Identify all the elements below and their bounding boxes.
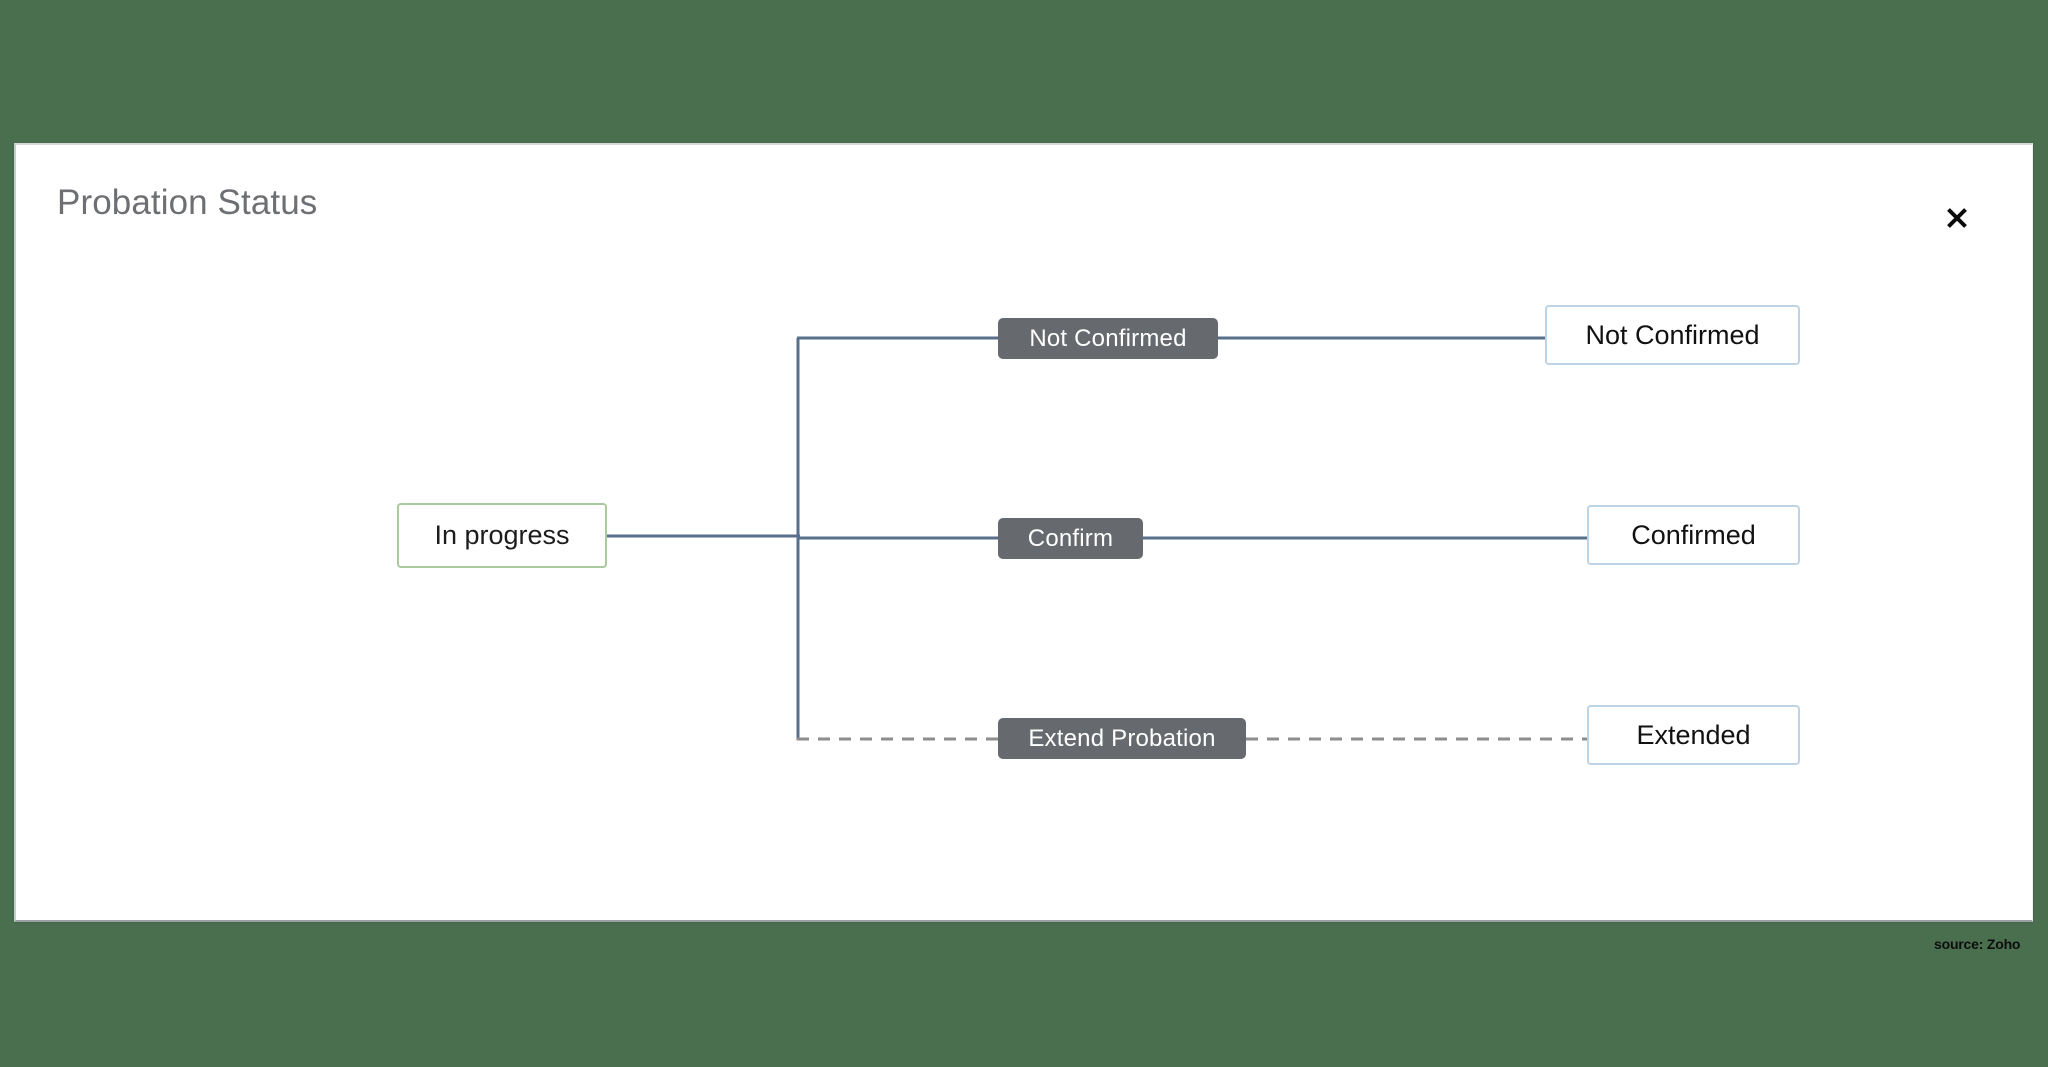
action-chip-not-confirmed[interactable]: Not Confirmed bbox=[998, 318, 1218, 359]
page-title: Probation Status bbox=[57, 183, 318, 222]
close-icon[interactable] bbox=[1935, 196, 1979, 240]
node-result-confirmed[interactable]: Confirmed bbox=[1587, 505, 1800, 565]
node-result-not-confirmed[interactable]: Not Confirmed bbox=[1545, 305, 1800, 365]
source-credit: source: Zoho bbox=[1934, 936, 2021, 952]
close-x-icon bbox=[1947, 208, 1967, 228]
action-chip-extend-probation[interactable]: Extend Probation bbox=[998, 718, 1246, 759]
action-chip-confirm[interactable]: Confirm bbox=[998, 518, 1143, 559]
node-result-extended[interactable]: Extended bbox=[1587, 705, 1800, 765]
node-in-progress[interactable]: In progress bbox=[397, 503, 607, 568]
